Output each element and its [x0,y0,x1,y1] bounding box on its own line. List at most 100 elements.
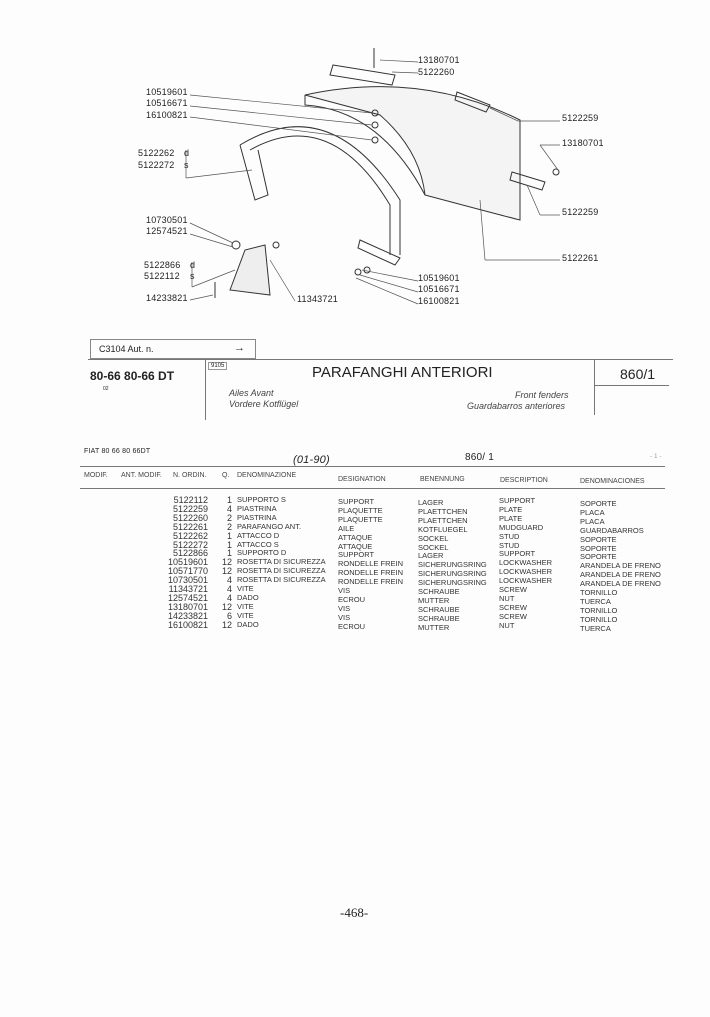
table-cell: 4 [226,575,232,586]
table-cell: ROSETTA DI SICUREZZA [237,566,326,576]
divider [80,466,665,467]
page-title: PARAFANGHI ANTERIORI [312,364,493,381]
callout: 5122259 [562,207,599,217]
title-es: Guardabarros anteriores [467,401,566,411]
table-cell: 4 [226,592,232,603]
table-cell: PLAETTCHEN [418,506,468,516]
table-cell: 14233821 [167,610,208,621]
table-cell: SCHRAUBE [418,613,460,623]
list-model: FIAT 80 66 80 66DT [84,448,151,455]
table-cell: 5122272 [172,539,208,550]
page-number: -468- [340,905,369,920]
table-cell: PLAQUETTE [338,514,383,524]
table-cell: PIASTRINA [237,503,277,513]
table-cell: 16100821 [167,619,208,630]
table-cell: TORNILLO [580,614,618,624]
divider [594,385,669,386]
table-cell: 12 [221,619,232,630]
table-cell: PLACA [580,516,605,526]
col-header: MODIF. [84,472,108,479]
table-cell: 10519601 [167,557,208,568]
fender-exploded-diagram [185,48,560,305]
table-cell: SUPPORT [338,550,375,560]
table-cell: 4 [226,584,232,595]
reference-label: C3104 Aut. n. [99,344,154,354]
table-cell: SUPPORT [338,497,375,506]
col-header: BENENNUNG [420,476,465,483]
callout: 5122272 [138,160,175,170]
table-cell: 13180701 [167,601,208,612]
callout-side: d [184,148,190,158]
table-cell: LOCKWASHER [499,576,553,586]
table-cell: KOTFLUEGEL [418,524,468,534]
table-cell: PARAFANGO ANT. [237,521,302,531]
table-cell: ATTACCO D [237,530,280,540]
table-cell: SCREW [499,585,527,595]
table-cell: 11343721 [168,584,208,595]
col-header: N. ORDIN. [173,472,207,479]
table-cell: LOCKWASHER [499,567,553,577]
table-cell: LAGER [418,551,444,561]
table-cell: PLATE [499,513,523,523]
table-cell: 5122866 [172,548,208,559]
table-cell: 5122261 [172,521,208,532]
callout: 16100821 [146,110,188,120]
callout: 13180701 [418,55,460,65]
table-cell: SUPPORTO S [237,495,286,504]
table-cell: 1 [226,539,232,550]
table-cell: VIS [338,612,351,622]
table-cell: SOPORTE [580,499,617,508]
table-cell: PIASTRINA [237,512,277,522]
col-header: Q. [222,472,230,479]
table-cell: ROSETTA DI SICUREZZA [237,575,326,585]
table-cell: SUPPORT [499,549,536,559]
handwritten-date: (01-90) [293,454,330,466]
table-cell: 12 [221,601,232,612]
title-fr: Ailes Avant [229,388,274,398]
table-cell: ARANDELA DE FRENO [580,570,661,580]
callout-side: s [190,271,195,281]
table-cell: 5122260 [172,512,208,523]
table-cell: 10571770 [167,566,208,577]
table-cell: VITE [237,584,254,594]
callout: 5122866 [144,260,181,270]
callout: 13180701 [562,138,604,148]
table-cell: 2 [226,512,232,523]
title-en: Front fenders [515,390,569,400]
table-cell: LOCKWASHER [499,558,553,568]
table-cell: 12 [221,557,232,568]
table-cell: SOPORTE [580,543,617,553]
col-header: ANT. MODIF. [121,472,162,479]
reference-box: C3104 Aut. n. → [90,339,256,359]
table-cell: ECROU [338,621,366,631]
callout: 10516671 [146,98,188,108]
table-cell: MUTTER [418,595,450,605]
col-header: DESIGNATION [338,476,386,483]
table-cell: 5122259 [172,503,208,514]
callout: 10519601 [146,87,188,97]
table-cell: TORNILLO [580,588,618,598]
table-cell: RONDELLE FREIN [338,577,404,587]
table-cell: ARANDELA DE FRENO [580,561,661,571]
col-header: DESCRIPTION [500,477,548,484]
model-name: 80-66 80-66 DT [90,369,175,383]
callout: 10516671 [418,284,460,294]
list-page-code: 860/ 1 [465,452,495,463]
table-cell: ROSETTA DI SICUREZZA [237,557,326,567]
divider [80,488,665,489]
table-cell: ATTAQUE [338,541,373,551]
table-cell: ECROU [338,594,366,604]
table-cell: DADO [237,592,259,602]
callout: 10730501 [146,215,188,225]
table-cell: PLACA [580,507,605,517]
table-cell: SOPORTE [580,552,617,562]
callout: 14233821 [146,293,188,303]
table-cell: 2 [226,521,232,532]
table-cell: SCREW [499,602,527,612]
callout-side: s [184,160,189,170]
table-cell: 1 [226,495,232,505]
